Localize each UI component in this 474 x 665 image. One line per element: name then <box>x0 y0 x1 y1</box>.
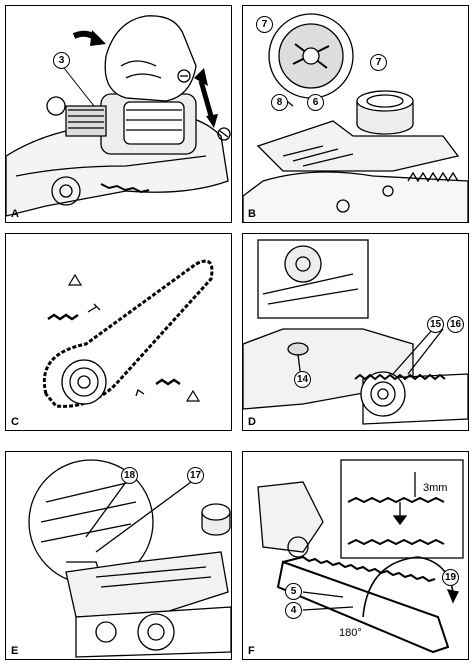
panel-c: C <box>5 233 232 431</box>
panel-f-letter: F <box>248 645 255 657</box>
callout-19: 19 <box>442 569 459 586</box>
panel-d-letter: D <box>248 416 256 428</box>
panel-b: 7 8 6 7 B <box>242 5 469 223</box>
panel-e-letter: E <box>11 645 19 657</box>
callout-7-inset: 7 <box>256 16 273 33</box>
panel-b-drawing <box>243 13 468 222</box>
gap-label: 3mm <box>423 482 448 494</box>
panel-d-drawing <box>243 239 468 425</box>
panel-a: 3 A <box>5 5 232 223</box>
panel-f: 3mm 180° 5 4 19 F <box>242 451 469 660</box>
callout-17: 17 <box>187 467 204 484</box>
callout-6: 6 <box>307 94 324 111</box>
callout-16: 16 <box>447 316 464 333</box>
callout-7: 7 <box>370 54 387 71</box>
callout-8: 8 <box>271 94 288 111</box>
callout-15: 15 <box>427 316 444 333</box>
callout-3: 3 <box>53 52 70 69</box>
panel-e-drawing <box>28 459 231 658</box>
panel-c-letter: C <box>11 416 19 428</box>
callout-5: 5 <box>285 583 302 600</box>
angle-label: 180° <box>339 627 362 639</box>
callout-18: 18 <box>121 467 138 484</box>
panel-c-drawing <box>42 259 214 408</box>
panel-b-letter: B <box>248 208 256 220</box>
panel-f-drawing <box>257 459 464 654</box>
panel-a-letter: A <box>11 208 19 220</box>
panel-e: 18 17 E <box>5 451 232 660</box>
callout-14: 14 <box>294 371 311 388</box>
panel-a-drawing <box>6 15 231 217</box>
warning-icon-upper <box>68 274 82 286</box>
panel-d: 15 16 14 D <box>242 233 469 431</box>
callout-4: 4 <box>285 602 302 619</box>
warning-icon-lower <box>186 390 200 402</box>
